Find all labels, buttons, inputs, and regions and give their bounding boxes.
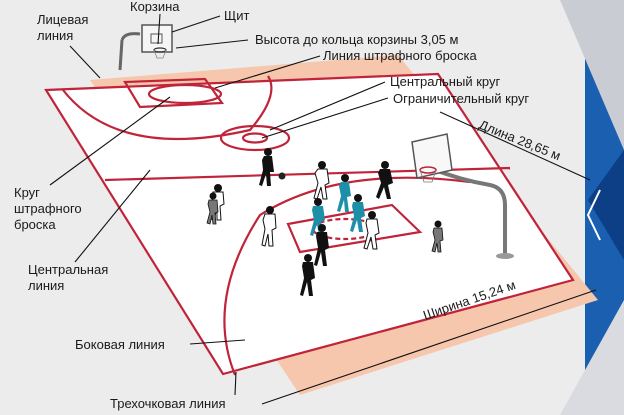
player-figure	[337, 174, 351, 212]
label-center-line: Центральная линия	[28, 262, 112, 293]
three-point-arc-bottom	[223, 176, 471, 376]
three-point-arc-top	[62, 75, 273, 140]
free-throw-circle-top	[147, 83, 223, 105]
width-dimension	[261, 289, 597, 405]
leader-free-throw-line	[214, 55, 321, 89]
label-rim-height: Высота до кольца корзины 3,05 м	[255, 32, 459, 47]
boundary-line	[44, 72, 575, 376]
bottom-hoop	[411, 133, 514, 259]
basket-net-top	[153, 49, 167, 59]
leader-center-line	[74, 169, 151, 263]
player-figure	[313, 161, 330, 200]
key-top	[123, 77, 225, 109]
leader-lines	[49, 13, 389, 396]
player-figure	[314, 224, 329, 266]
hoop-arm-top	[120, 32, 141, 41]
backboard-bottom-icon	[411, 133, 453, 179]
leader-backboard	[171, 15, 221, 33]
leader-end-line	[69, 45, 101, 79]
player-figure	[376, 161, 393, 199]
referee-figure	[431, 220, 444, 253]
basket-net-bottom	[419, 169, 437, 183]
length-dimension	[439, 111, 591, 181]
leader-three-point-line	[234, 371, 237, 396]
side-decoration	[560, 0, 624, 415]
grey-wedge-top	[560, 0, 624, 150]
label-backboard: Щит	[224, 8, 249, 23]
leader-center-circle	[269, 81, 386, 131]
hoop-post-bottom	[429, 166, 507, 255]
label-three-point-line: Трехочковая линия	[110, 396, 226, 411]
label-free-throw-circle: Круг штрафного броска	[14, 185, 85, 232]
label-basket: Корзина	[130, 0, 180, 14]
label-center-circle: Центральный круг	[390, 74, 500, 89]
player-figure	[363, 211, 380, 250]
leader-restricted-circle	[261, 97, 389, 139]
referee-figure	[206, 192, 219, 225]
label-side-line: Боковая линия	[75, 337, 165, 352]
top-hoop	[118, 24, 173, 71]
grey-wedge-bottom	[560, 300, 624, 415]
court-lines	[44, 72, 575, 376]
leader-free-throw-circle	[49, 96, 171, 186]
chevron-shape	[588, 150, 624, 260]
hoop-post-top	[118, 39, 124, 71]
leader-side-line	[189, 339, 246, 345]
players	[206, 148, 444, 296]
dimension-lines	[261, 111, 597, 405]
chevron-icon	[586, 189, 601, 241]
backboard-square	[150, 33, 163, 44]
player-figure	[350, 194, 365, 232]
leader-rim-height	[175, 39, 249, 49]
leader-basket	[157, 13, 161, 45]
label-end-line: Лицевая линия	[37, 12, 92, 43]
center-circle	[219, 124, 291, 152]
player-figure	[261, 206, 277, 247]
player-figure	[300, 254, 315, 296]
player-figure	[259, 148, 286, 186]
label-restricted-circle: Ограничительный круг	[393, 91, 529, 106]
label-free-throw-line: Линия штрафного броска	[323, 48, 478, 63]
restricted-circle	[241, 132, 269, 144]
hoop-base	[496, 253, 514, 259]
